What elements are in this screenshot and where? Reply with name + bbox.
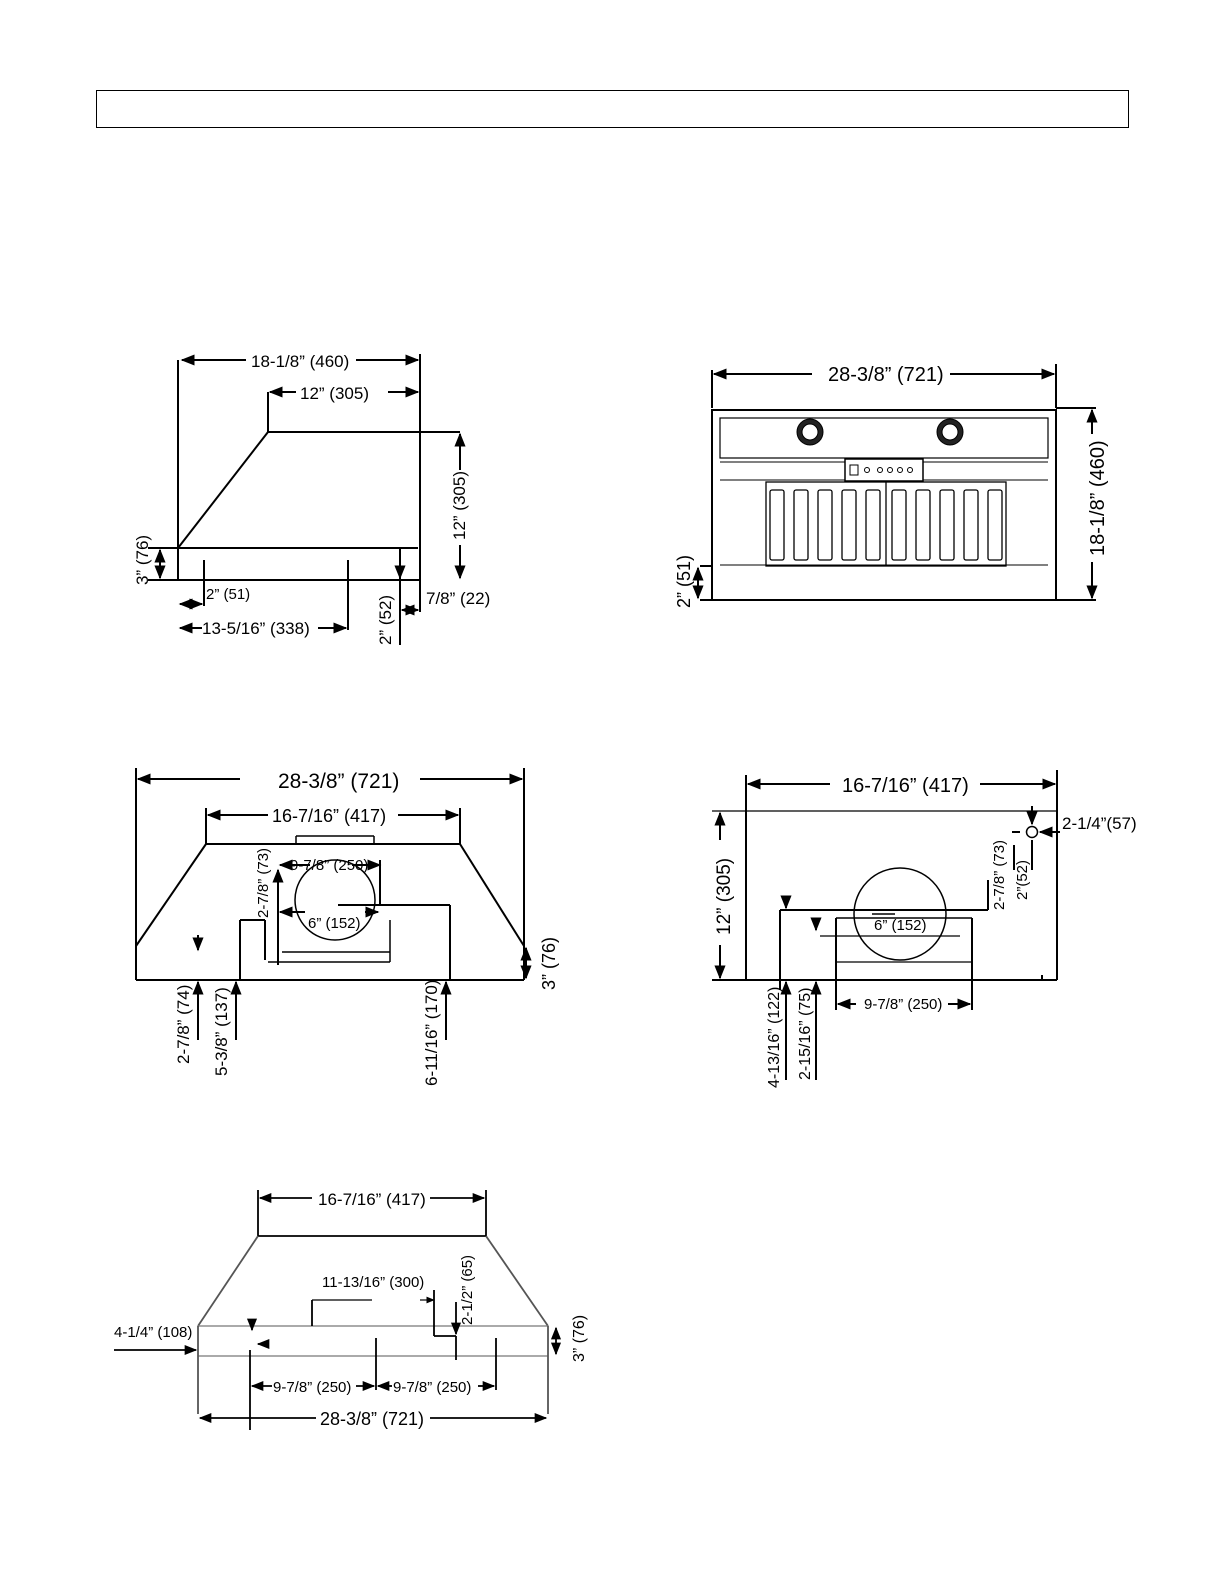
back-height-label: 12” (305): [714, 858, 735, 935]
back-duct-dia-label: 6” (152): [874, 917, 927, 934]
top-overall-width-label: 28-3/8” (721): [278, 770, 399, 793]
front-bottom-lip-label: 2” (51): [674, 555, 694, 608]
side-offset-front-label: 2” (51): [206, 586, 250, 603]
front-filters: [765, 481, 1007, 567]
side-offset-mid-label: 13-5/16” (338): [202, 619, 310, 638]
bottom-top-width-label: 16-7/16” (417): [318, 1190, 426, 1209]
top-left-a-label: 2-7/8” (74): [174, 985, 193, 1064]
side-view: 18-1/8” (460) 12” (305) 12” (305) 3” (76…: [133, 352, 490, 645]
side-front-lip-label: 3” (76): [133, 535, 152, 585]
front-height-label: 18-1/8” (460): [1087, 440, 1109, 556]
side-back-lip-label: 7/8” (22): [426, 589, 490, 608]
side-top-depth-label: 12” (305): [300, 384, 369, 403]
front-view: 28-3/8” (721) 18-1/8” (460) 2” (51): [674, 364, 1109, 608]
bottom-spacing-left-label: 9-7/8” (250): [273, 1379, 351, 1396]
back-duct-drop-label: 2”(52): [1014, 860, 1031, 900]
bottom-slot-width-label: 11-13/16” (300): [322, 1274, 424, 1291]
back-duct-offset-label: 2-7/8” (73): [991, 840, 1008, 910]
back-left-a-label: 4-13/16” (122): [766, 987, 783, 1088]
back-view: 16-7/16” (417) 2-1/4”(57) 12” (305) 2-7/…: [712, 770, 1137, 1088]
bottom-lip-label: 3” (76): [571, 1315, 588, 1362]
back-left-b-label: 2-15/16” (75): [797, 988, 814, 1081]
header-box: [96, 90, 1129, 128]
top-top-width-label: 16-7/16” (417): [272, 806, 386, 826]
side-overall-depth-label: 18-1/8” (460): [251, 352, 349, 371]
side-height-label: 12” (305): [450, 471, 469, 540]
top-lip-label: 3” (76): [539, 937, 559, 990]
top-duct-dia-label: 6” (152): [308, 915, 361, 932]
back-corner-label: 2-1/4”(57): [1062, 814, 1137, 833]
top-left-b-label: 5-3/8” (137): [212, 987, 231, 1076]
side-back-drop-label: 2” (52): [376, 595, 395, 645]
top-duct-offset-label: 2-7/8” (73): [255, 848, 272, 918]
bottom-slot-drop-label: 2-1/2” (65): [459, 1255, 476, 1325]
bottom-spacing-right-label: 9-7/8” (250): [393, 1379, 471, 1396]
top-duct-spacing-label: 9-7/8” (250): [290, 857, 368, 874]
top-center-label: 6-11/16” (170): [422, 980, 441, 1086]
bottom-view: 16-7/16” (417) 11-13/16” (300) 2-1/2” (6…: [114, 1190, 588, 1430]
bottom-overall-width-label: 28-3/8” (721): [320, 1409, 424, 1429]
back-duct-spacing-label: 9-7/8” (250): [864, 996, 942, 1013]
bottom-left-edge-label: 4-1/4” (108): [114, 1324, 192, 1341]
front-width-label: 28-3/8” (721): [828, 364, 944, 386]
front-controls: [796, 418, 964, 482]
back-width-label: 16-7/16” (417): [842, 775, 969, 797]
top-view: 28-3/8” (721) 16-7/16” (417) 9-7/8” (250…: [135, 768, 559, 1086]
